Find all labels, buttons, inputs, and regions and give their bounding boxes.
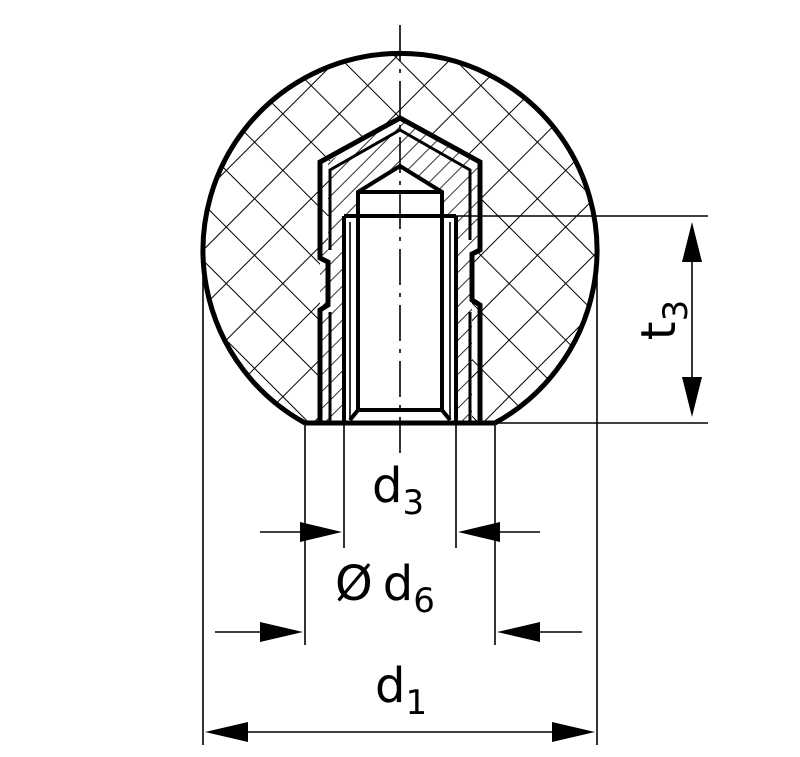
insert-inner-wall — [328, 128, 472, 423]
d3-dimension — [260, 423, 540, 548]
d3-label: d3 — [372, 458, 424, 523]
d1-label: d1 — [375, 658, 427, 723]
d6-dimension — [215, 423, 582, 645]
d1-dimension — [202, 262, 598, 745]
t3-dimension — [456, 215, 708, 424]
bore-thread-line — [349, 222, 451, 420]
t3-label: t3 — [631, 300, 696, 340]
insert-outline — [317, 115, 483, 423]
